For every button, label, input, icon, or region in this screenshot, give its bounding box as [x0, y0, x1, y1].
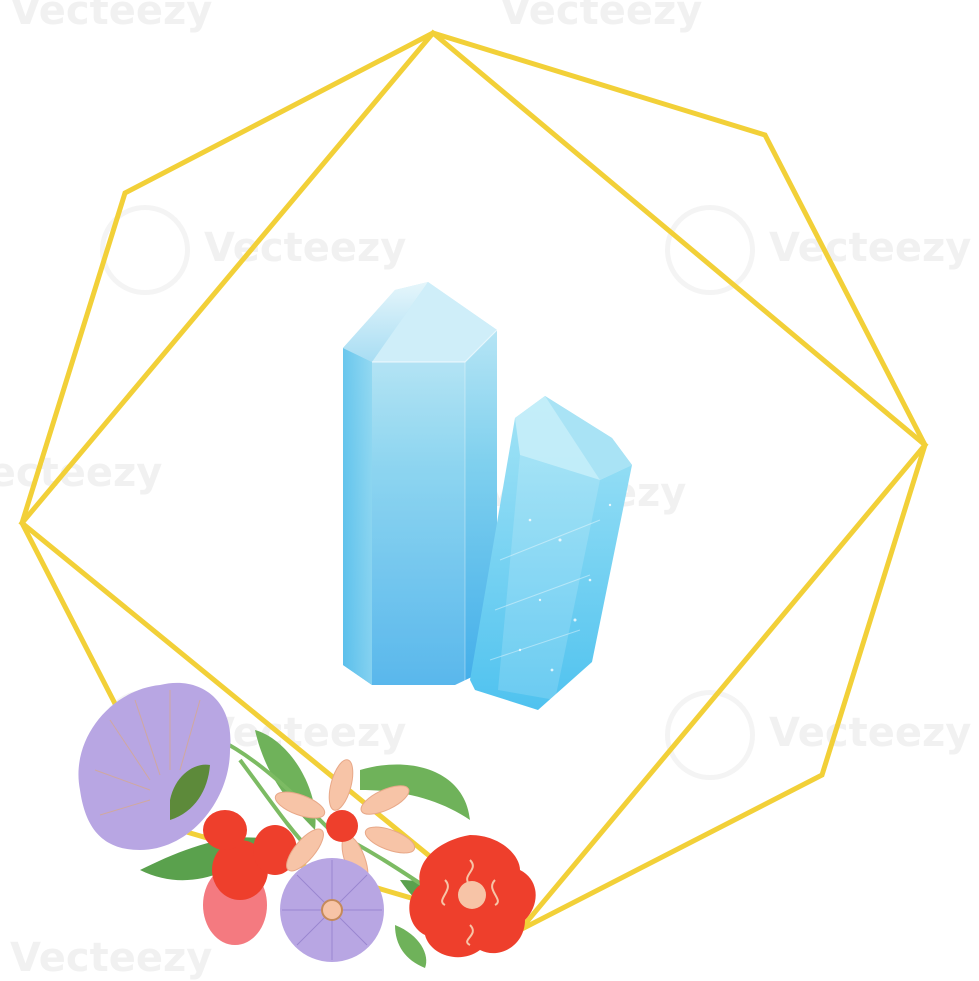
small-crystal	[470, 396, 632, 710]
red-flower	[409, 835, 536, 958]
pink-flower	[203, 810, 297, 945]
lavender-daisy	[280, 858, 384, 962]
crystals	[343, 282, 632, 710]
lavender-flower-large	[78, 682, 231, 850]
flower-bouquet	[78, 682, 536, 968]
big-crystal	[343, 282, 498, 685]
peach-daisy	[274, 759, 416, 886]
